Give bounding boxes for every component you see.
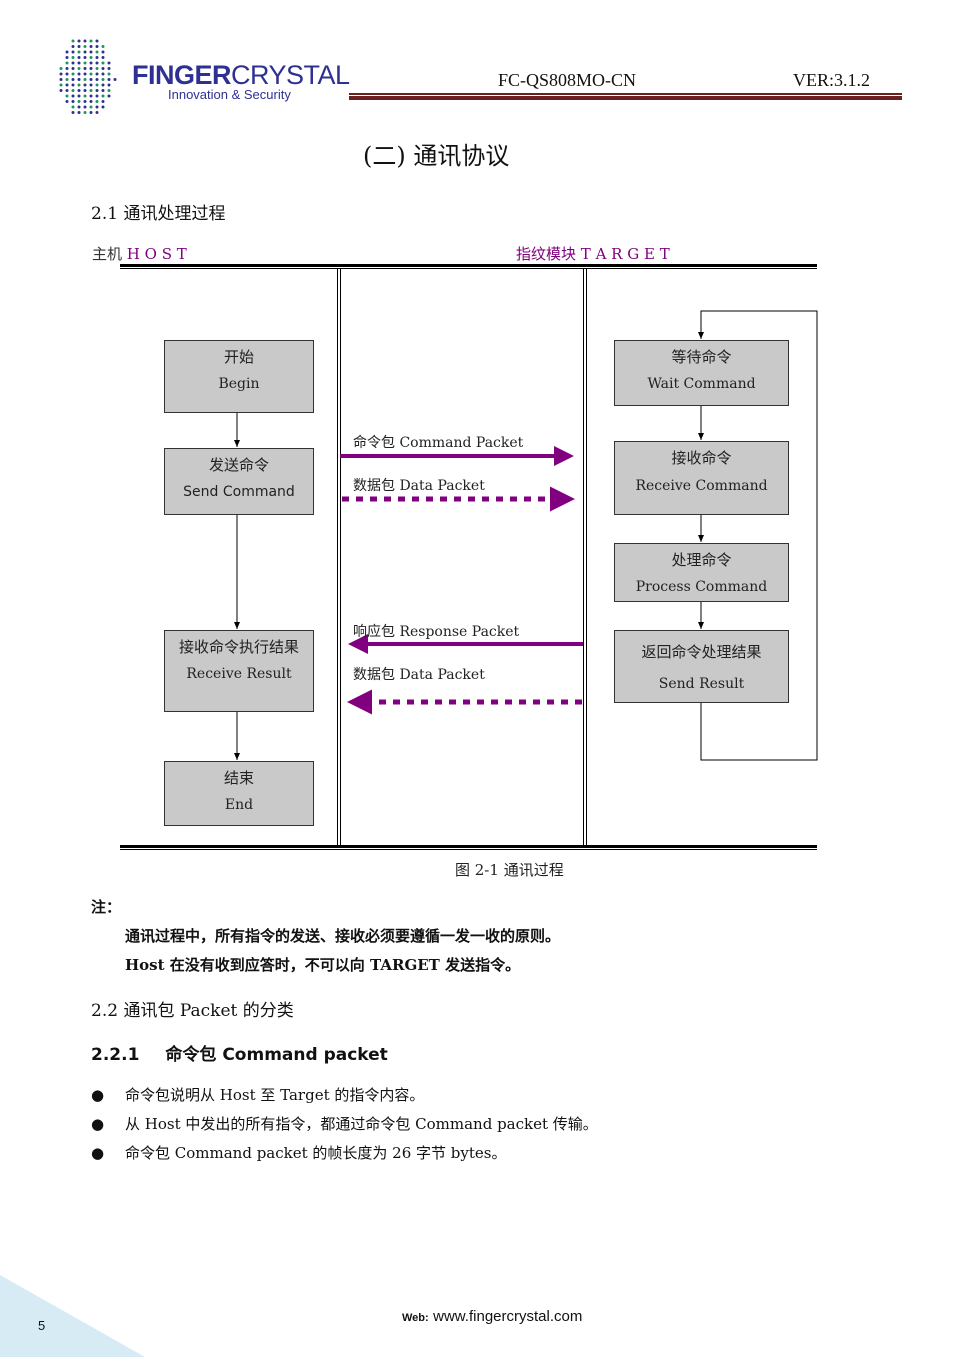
note-title: 注： [91,898,122,916]
response-packet-label: 响应包 Response Packet [353,624,520,640]
data-packet-label-right: 数据包 Data Packet [353,478,485,494]
diagram-top-line [120,264,817,267]
bullet-item: ●命令包 Command packet 的帧长度为 26 字节 bytes。 [91,1144,507,1162]
doc-code: FC-QS808MO-CN [498,70,637,90]
target-lane-divider [583,268,584,846]
note-line: 通讯过程中，所有指令的发送、接收必须要遵循一发一收的原则。 [125,927,561,945]
header-rule-thin [349,93,902,95]
chapter-title: (二) 通讯协议 [363,142,510,170]
bullet-item: ●命令包说明从 Host 至 Target 的指令内容。 [91,1086,425,1104]
section-heading-2-2: 2.2 通讯包 Packet 的分类 [91,1001,294,1021]
corner-decoration [0,1275,145,1357]
data-packet-label-left: 数据包 Data Packet [353,667,485,683]
bullet-item: ●从 Host 中发出的所有指令，都通过命令包 Command packet 传… [91,1115,598,1133]
flow-connectors [234,310,818,761]
header-rule-thick [349,96,902,100]
diagram-bottom-line [120,845,817,848]
note-line: Host 在没有收到应答时，不可以向 TARGET 发送指令。 [125,956,521,974]
logo-tagline: Innovation & Security [168,87,291,102]
command-packet-label: 命令包 Command Packet [353,435,524,451]
packet-arrows [340,446,583,715]
host-lane-divider [337,268,338,846]
host-lane-label: 主机 H O S T [92,245,187,263]
doc-version: VER:3.1.2 [793,70,871,90]
website-link[interactable]: www.fingercrystal.com [433,1308,583,1325]
target-lane-label: 指纹模块 T A R G E T [516,245,670,263]
logo-brand: FINGERCRYSTAL [132,60,350,90]
page-number: 5 [38,1318,46,1333]
figure-caption: 图 2-1 通讯过程 [455,861,564,879]
logo-dots-icon [59,39,117,114]
footer-web: Web: www.fingercrystal.com [402,1308,583,1325]
section-heading-2-1: 2.1 通讯处理过程 [91,204,226,224]
